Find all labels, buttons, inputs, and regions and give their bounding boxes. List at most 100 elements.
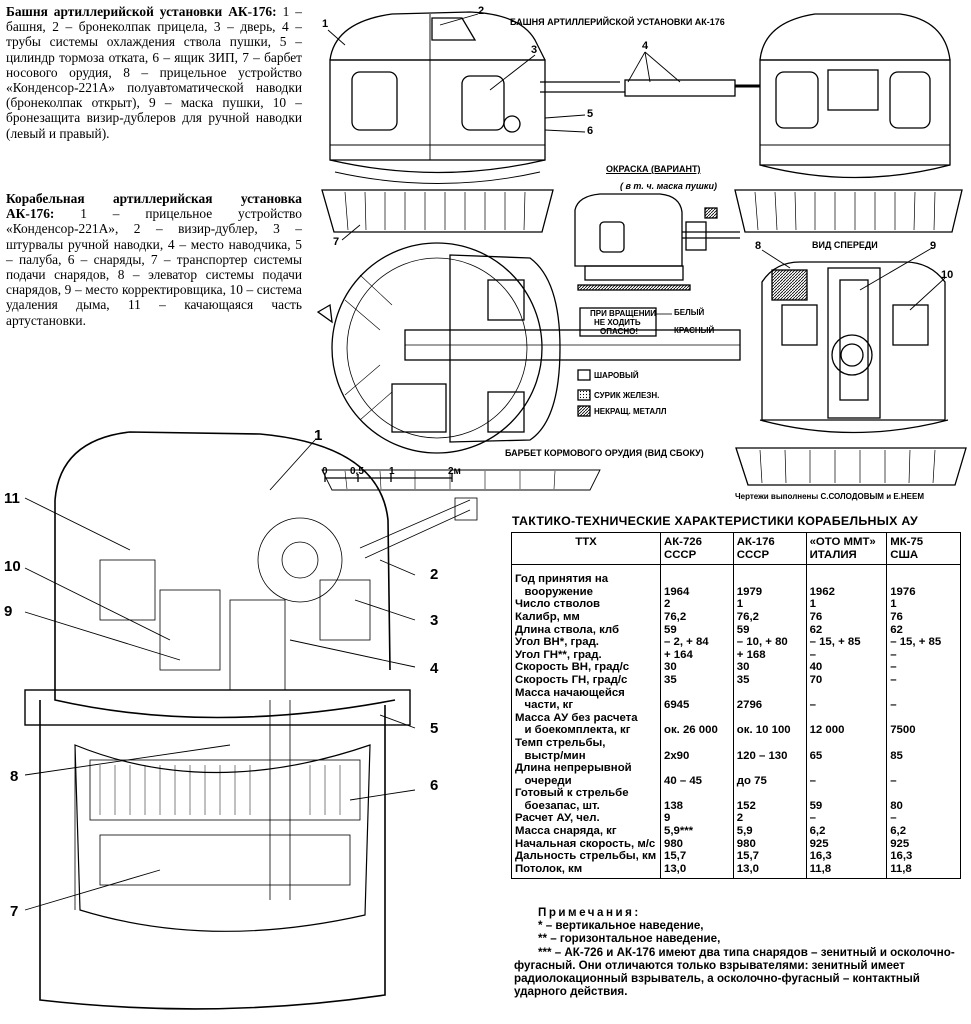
table-cell: 15,7 — [732, 850, 807, 863]
table-cell: – — [805, 812, 888, 826]
table-cell — [659, 736, 734, 750]
table-cell — [659, 711, 734, 725]
table-cell: 980 — [732, 837, 807, 851]
table-cell — [659, 762, 734, 775]
table-cell: 16,3 — [805, 850, 888, 863]
column-header-line-1: АК-176 — [736, 536, 775, 548]
table-cell: 1 — [886, 598, 961, 611]
table-cell — [659, 787, 734, 800]
table-cell: и боекомплекта, кг — [511, 724, 661, 737]
table-cell — [732, 787, 807, 800]
white-label: БЕЛЫЙ — [674, 308, 705, 317]
credits: Чертежи выполнены С.СОЛОДОВЫМ и Е.НЕЕМ — [735, 492, 925, 501]
table-cell: ок. 26 000 — [659, 724, 734, 737]
table-cell: – — [805, 699, 888, 712]
table-cell: 9 — [659, 812, 734, 826]
cutaway-callout-11: 11 — [4, 490, 20, 507]
stern-barbette-title: БАРБЕТ КОРМОВОГО ОРУДИЯ (ВИД СБОКУ) — [505, 448, 704, 458]
table-cell: вооружение — [511, 585, 661, 599]
table-cell: 76 — [805, 610, 888, 624]
table-cell: – — [886, 661, 961, 674]
table-cell: 30 — [659, 661, 734, 674]
table-cell: 30 — [732, 661, 807, 674]
callout-8: 8 — [755, 240, 762, 252]
caption-mount-body: 1 – прицельное устройство «Конденсор-221… — [6, 206, 302, 328]
column-header-line-2 — [515, 549, 657, 561]
table-cell: Длина ствола, клб — [511, 623, 661, 637]
front-view-title: ВИД СПЕРЕДИ — [812, 240, 878, 250]
callout-2: 2 — [478, 5, 485, 17]
table-cell: 925 — [805, 837, 888, 851]
table-row: Угол ВН*, град.– 2, + 84– 10, + 80– 15, … — [511, 636, 961, 649]
callout-10: 10 — [941, 269, 954, 281]
table-cell: 5,9 — [732, 825, 807, 838]
table-cell: 70 — [805, 673, 888, 687]
table-row: Угол ГН**, град.+ 164+ 168–– — [511, 648, 961, 662]
table-cell — [732, 711, 807, 725]
cutaway-callout-2: 2 — [430, 566, 439, 583]
turret-side-view — [321, 11, 760, 233]
callout-1: 1 — [322, 18, 329, 30]
table-cell: 980 — [659, 837, 734, 851]
mount-cutaway — [24, 431, 478, 1010]
table-cell — [659, 686, 734, 700]
table-cell: Число стволов — [511, 598, 661, 611]
scale-2: 2м — [448, 466, 461, 477]
table-cell: 16,3 — [886, 850, 961, 863]
notes: Примечания: * – вертикальное наведение, … — [514, 906, 960, 998]
note-2: ** – горизонтальное наведение, — [538, 932, 721, 946]
table-cell: – — [886, 812, 961, 826]
table-row: Готовый к стрельбе — [511, 787, 961, 800]
table-cell: 138 — [659, 799, 734, 813]
table-cell: до 75 — [732, 774, 807, 788]
column-header-line-2: СССР — [663, 548, 697, 561]
table-cell: 62 — [886, 623, 961, 637]
table-cell: 13,0 — [732, 862, 807, 880]
column-header-line-1: ТТХ — [575, 536, 597, 548]
table-cell: – — [886, 774, 961, 788]
table-cell: 80 — [886, 799, 961, 813]
cutaway-callout-4: 4 — [430, 660, 439, 677]
table-cell: 2x90 — [659, 749, 734, 763]
table-cell: Масса АУ без расчета — [511, 711, 661, 725]
paint-scheme-view — [574, 193, 740, 417]
column-header-line-1: МК-75 — [890, 536, 924, 548]
legend-ball: ШАРОВЫЙ — [594, 371, 639, 380]
warning-line-1: ПРИ ВРАЩЕНИИ — [590, 309, 657, 318]
table-row: Темп стрельбы, — [511, 736, 961, 750]
table-cell: – 15, + 85 — [886, 636, 961, 649]
table-cell: 5,9*** — [659, 825, 734, 838]
table-cell: очереди — [511, 774, 661, 788]
table-cell: 6,2 — [886, 825, 961, 838]
legend-metal: НЕКРАЩ. МЕТАЛЛ — [594, 407, 667, 416]
scale-1: 1 — [389, 466, 395, 477]
caption-mount-title: Корабельная артиллерийская установка АК-… — [6, 191, 302, 222]
table-row: Масса начающейся — [511, 686, 961, 700]
table-cell — [805, 564, 888, 586]
table-cell: Год принятия на — [511, 564, 661, 586]
cutaway-callout-5: 5 — [430, 720, 439, 737]
table-cell: – — [886, 699, 961, 712]
table-cell: 59 — [732, 623, 807, 637]
table-cell: 85 — [886, 749, 961, 763]
drawing-title: БАШНЯ АРТИЛЛЕРИЙСКОЙ УСТАНОВКИ АК-176 — [510, 17, 725, 27]
column-header-line-1: АК-726 — [663, 536, 702, 548]
table-row: Год принятия на — [511, 564, 961, 586]
table-cell: 65 — [805, 749, 888, 763]
table-cell: Скорость ГН, град/с — [511, 673, 661, 687]
table-cell: 120 – 130 — [732, 749, 807, 763]
cutaway-callout-3: 3 — [430, 612, 439, 629]
note-3: *** – АК-726 и АК-176 имеют два типа сна… — [514, 945, 955, 999]
